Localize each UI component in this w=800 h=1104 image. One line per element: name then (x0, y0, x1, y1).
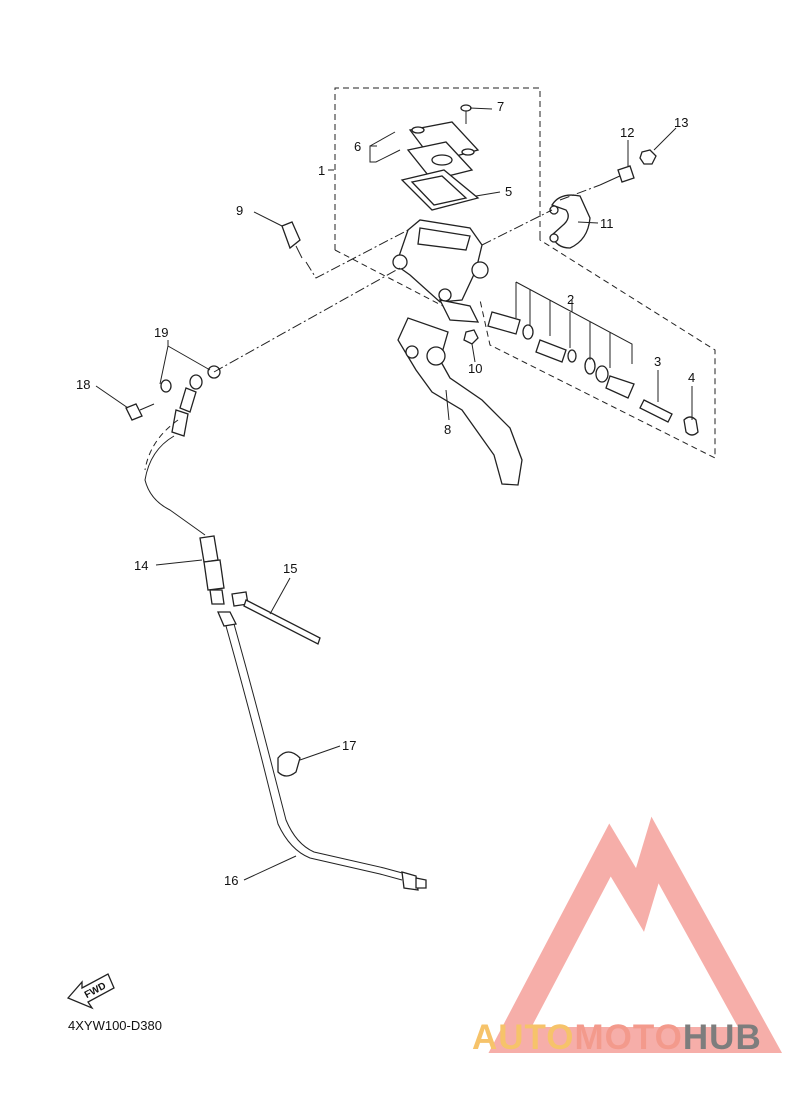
group-box-1-lower (334, 249, 471, 321)
cap-plate (406, 141, 474, 181)
callout-7: 7 (497, 99, 504, 114)
callout-6: 6 (354, 139, 361, 154)
callout-13: 13 (674, 115, 688, 130)
callout-19: 19 (154, 325, 168, 340)
master-cylinder-body (392, 219, 489, 323)
bolt-9 (281, 221, 303, 259)
nut-13 (639, 149, 657, 165)
figure-code: 4XYW100-D380 (68, 1018, 162, 1033)
callout-5: 5 (505, 184, 512, 199)
bolt-12 (599, 165, 635, 186)
nut-10 (463, 329, 479, 345)
callout-2: 2 (567, 292, 574, 307)
leader-lines (95, 107, 693, 881)
callout-11: 11 (600, 216, 614, 231)
callout-12: 12 (620, 125, 634, 140)
hose-joint-14 (199, 535, 225, 605)
clutch-lever (397, 317, 523, 486)
clutch-hose (144, 435, 206, 536)
watermark-logo (488, 816, 783, 1053)
watermark-text: AUTOMOTOHUB (472, 1018, 762, 1058)
cable-tie-15 (231, 591, 321, 645)
holder-bracket (549, 194, 591, 249)
callout-4: 4 (688, 370, 695, 385)
callout-17: 17 (342, 738, 356, 753)
push-rod-3 (639, 399, 673, 423)
watermark-moto: MOTO (574, 1018, 683, 1057)
callout-15: 15 (283, 561, 297, 576)
piston-kit (487, 311, 635, 399)
group-box-1 (334, 87, 541, 250)
boot-4 (683, 416, 699, 436)
clamp-17 (277, 751, 301, 777)
callout-14: 14 (134, 558, 148, 573)
callout-10: 10 (468, 361, 482, 376)
piston-brackets (515, 281, 633, 368)
group-box-2 (479, 235, 716, 459)
watermark-hub: HUB (682, 1018, 762, 1057)
callout-1: 1 (318, 163, 325, 178)
screw-7 (460, 104, 472, 124)
callout-9: 9 (236, 203, 243, 218)
diaphragm (400, 169, 480, 211)
union-bolt-18 (125, 403, 155, 421)
watermark-auto: AUTO (472, 1018, 575, 1057)
callout-18: 18 (76, 377, 90, 392)
fwd-arrow-icon: FWD (66, 973, 115, 1010)
callout-3: 3 (654, 354, 661, 369)
hose-fitting (171, 374, 203, 437)
callout-16: 16 (224, 873, 238, 888)
clutch-pipe-16 (217, 611, 427, 891)
callout-8: 8 (444, 422, 451, 437)
